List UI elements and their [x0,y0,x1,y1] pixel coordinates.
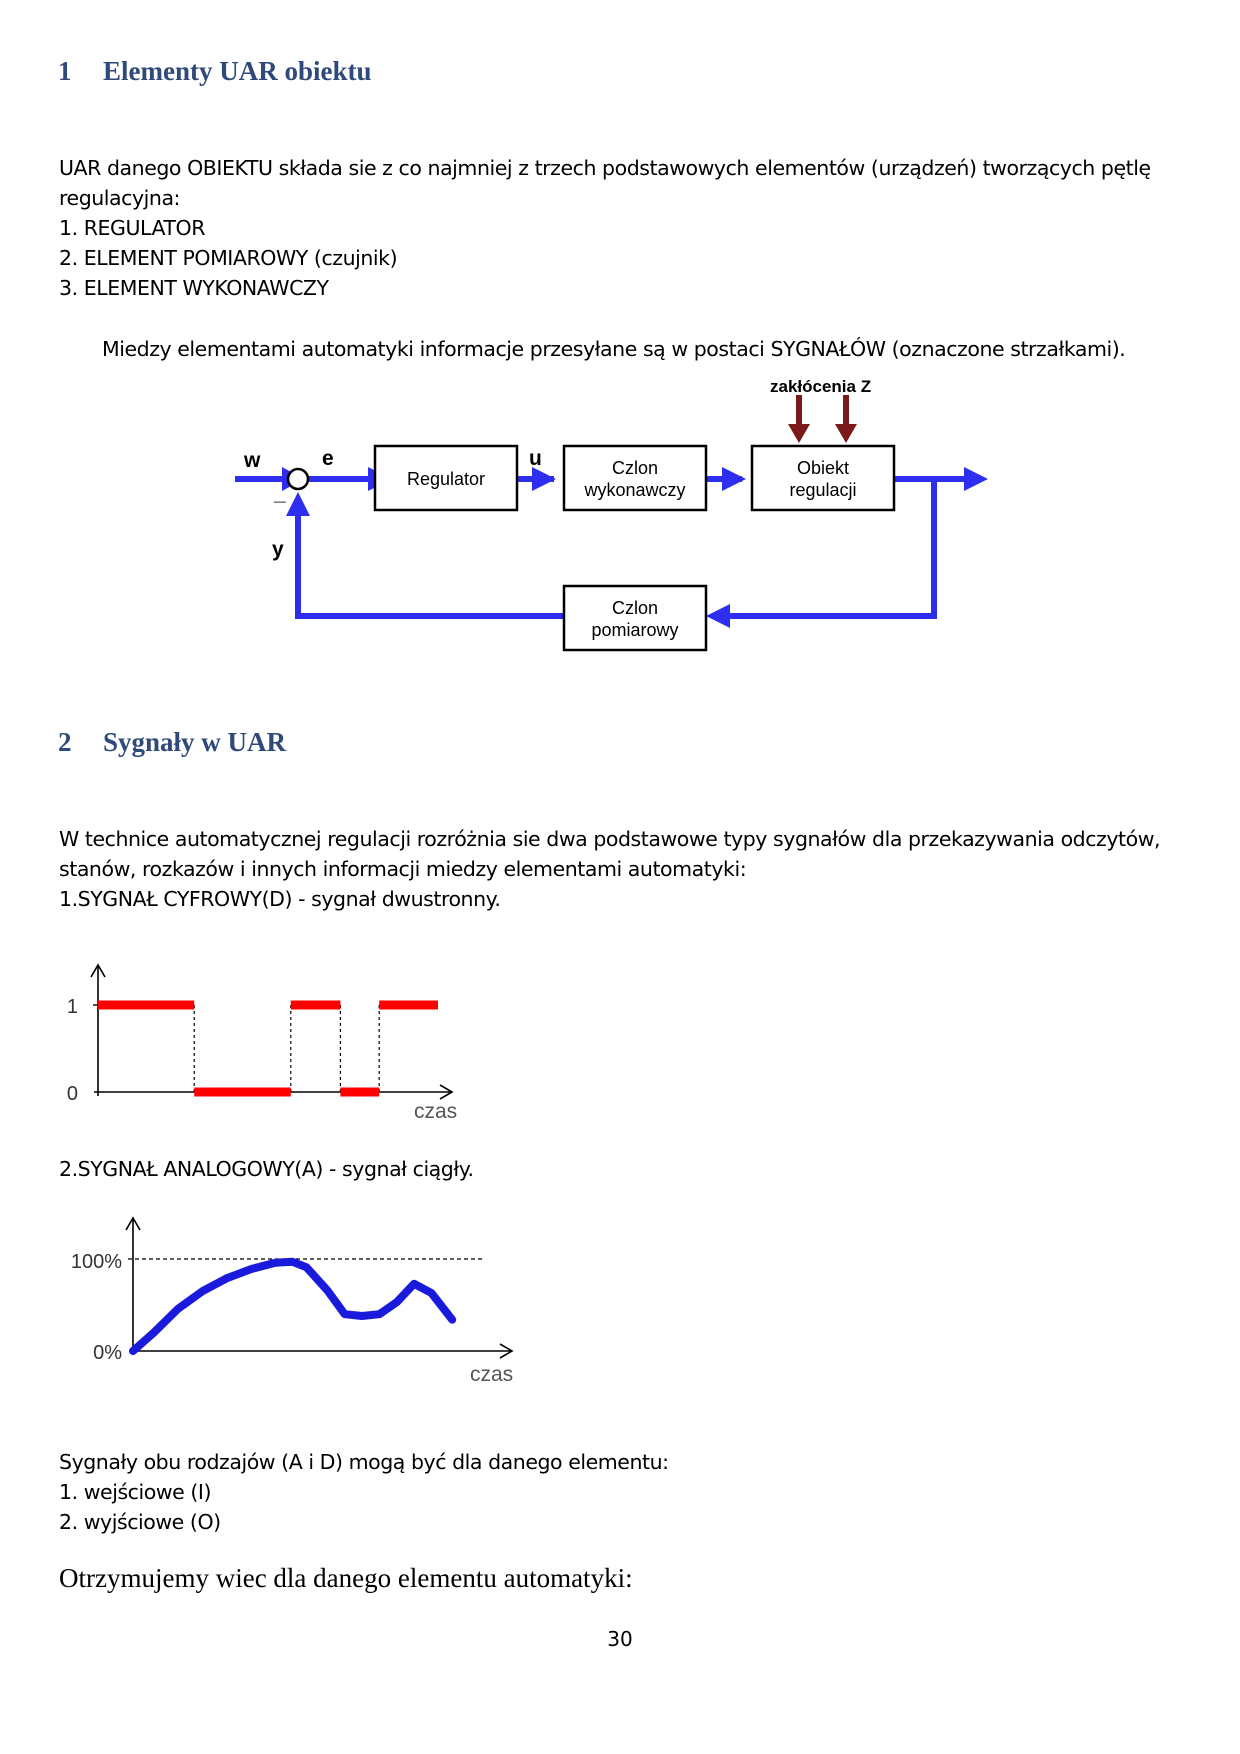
io-intro: Sygnały obu rodzajów (A i D) mogą być dl… [59,1450,669,1474]
plant-block [750,444,896,512]
section-2-number: 2 [58,727,72,757]
y-axis-arrow [90,963,106,978]
analog-signal-chart: 100% 0% czas [71,1216,514,1386]
list-item: 2. wyjściowe (O) [59,1510,221,1534]
digital-caption: 1.SYGNAŁ CYFROWY(D) - sygnał dwustronny. [59,887,501,911]
section-2-title: Sygnały w UAR [103,727,287,757]
section-2-body: W technice automatycznej regulacji rozró… [59,824,1161,914]
x-axis-label: czas [470,1363,513,1386]
section-1-number: 1 [58,56,72,86]
summing-junction [286,467,310,491]
x-axis-arrow [439,1084,454,1100]
section-1-heading: 1 Elementy UAR obiektu [58,56,372,87]
disturbance-arrow-1 [788,424,810,443]
analog-caption: 2.SYGNAŁ ANALOGOWY(A) - sygnał ciągły. [59,1157,474,1181]
list-item: 2. ELEMENT POMIAROWY (czujnik) [59,246,398,270]
actuator-block [562,444,708,512]
plant-label-1: Obiekt [797,458,849,478]
y-tick-label: 0 [67,1083,78,1105]
minus-sign: _ [273,482,286,505]
y-tick-label: 0% [93,1342,122,1364]
x-axis-label: czas [414,1100,457,1123]
x-axis-arrow [499,1343,514,1359]
arrow-y-feedback [295,505,563,619]
list-item: 3. ELEMENT WYKONAWCZY [59,276,329,300]
sensor-block [562,584,708,652]
analog-signal-line [129,1257,457,1355]
section-1-title: Elementy UAR obiektu [103,56,372,86]
regulator-block [373,444,519,512]
actuator-label-2: wykonawczy [583,480,685,500]
y-tick-label: 100% [71,1251,122,1273]
y-axis-arrow [125,1216,141,1231]
disturbance-arrow-2 [835,424,857,443]
page-number: 30 [607,1627,633,1651]
intro-line-1: W technice automatycznej regulacji rozró… [59,827,1161,851]
signals-note: Miedzy elementami automatyki informacje … [102,337,1126,361]
section-1-body: UAR danego OBIEKTU składa sie z co najmn… [59,153,1151,303]
list-item: 1. wejściowe (I) [59,1480,212,1504]
actuator-label-1: Czlon [612,458,658,478]
regulator-label: Regulator [407,469,485,489]
signal-w-label: w [243,449,261,472]
y-tick-label: 1 [67,996,78,1018]
control-loop-diagram: Regulator Czlon wykonawczy Obiekt regula… [235,377,988,652]
io-section: Sygnały obu rodzajów (A i D) mogą być dl… [59,1447,669,1537]
plant-label-2: regulacji [789,480,856,500]
sensor-label-1: Czlon [612,598,658,618]
output-feedback-line [718,476,937,619]
disturbance-label: zakłócenia Z [770,377,871,396]
list-item: 1. REGULATOR [59,216,205,240]
closing-sentence: Otrzymujemy wiec dla danego elementu aut… [59,1563,633,1593]
digital-signal-chart: 1 0 czas [67,963,457,1123]
signal-y-label: y [272,538,284,561]
signal-u-label: u [529,447,542,470]
intro-line-2: stanów, rozkazów i innych informacji mie… [59,857,747,881]
signal-e-label: e [322,447,334,470]
sensor-label-2: pomiarowy [591,620,678,640]
intro-line-2: regulacyjna: [59,186,181,210]
section-2-heading: 2 Sygnały w UAR [58,727,286,758]
intro-line-1: UAR danego OBIEKTU składa sie z co najmn… [59,156,1151,180]
